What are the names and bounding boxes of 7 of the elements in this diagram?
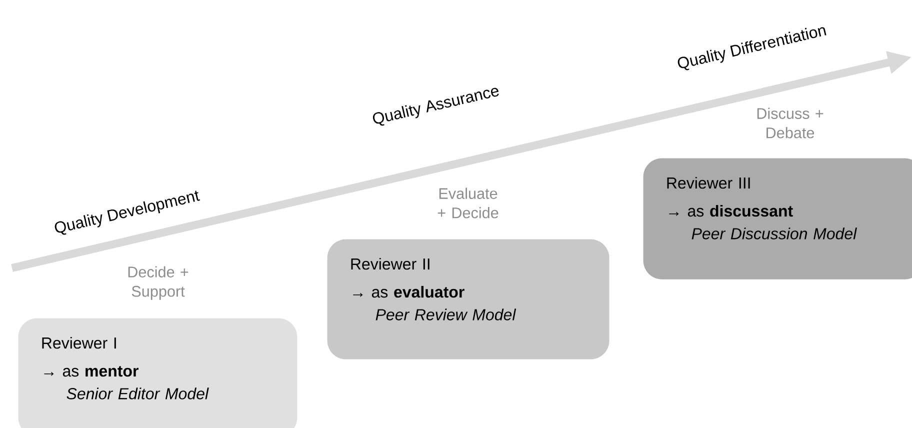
step-caption: Decide + Support [128, 266, 188, 300]
stage-label: Quality Assurance [372, 88, 499, 126]
reviewer-box: Reviewer II → as evaluator Peer Review Model [327, 239, 610, 360]
reviewer-box: Reviewer I → as mentor Senior Editor Model [18, 318, 298, 428]
step-caption: Discuss + Debate [757, 108, 824, 138]
step-caption: Evaluate + Decide [438, 188, 498, 218]
reviewer-box: Reviewer III → as discussant Peer Discussion Model [643, 158, 912, 280]
